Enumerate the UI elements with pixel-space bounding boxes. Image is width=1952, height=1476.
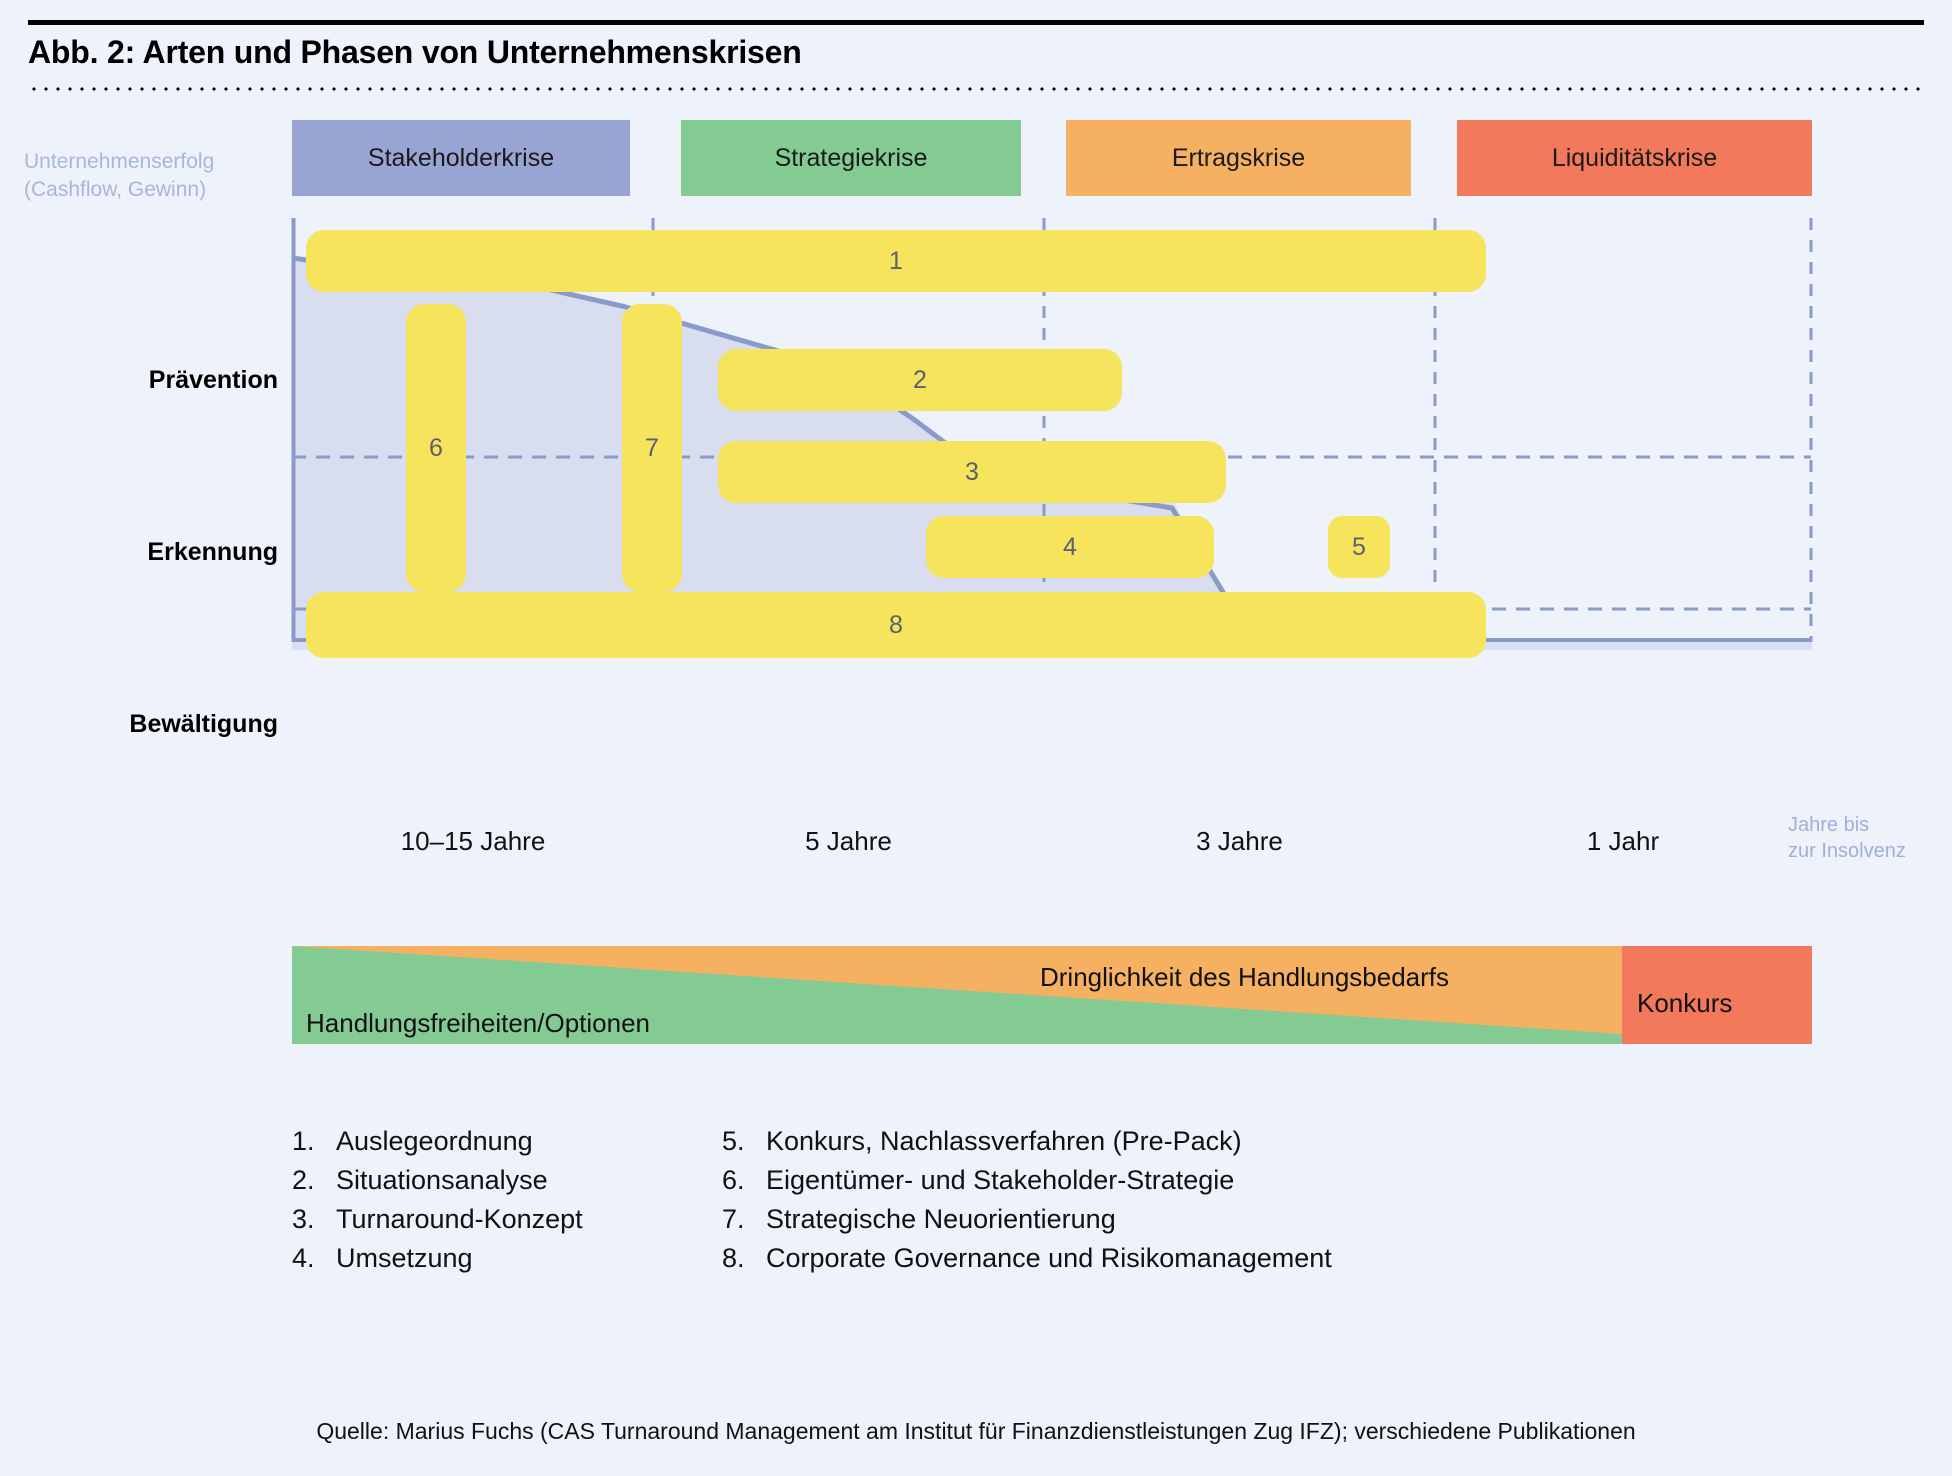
phase-label: Liquiditätskrise xyxy=(1551,143,1718,172)
legend-column-left: 1. Auslegeordnung 2. Situationsanalyse 3… xyxy=(292,1122,722,1279)
legend-number: 4. xyxy=(292,1243,315,1274)
measure-bar-4[interactable]: 4 xyxy=(926,516,1214,578)
measure-bar-2[interactable]: 2 xyxy=(718,349,1122,411)
x-axis-label-5-jahre: 5 Jahre xyxy=(805,826,892,856)
phase-box-stakeholderkrise[interactable]: Stakeholderkrise xyxy=(292,120,630,196)
legend-text: Strategische Neuorientierung xyxy=(766,1204,1116,1235)
dotted-divider xyxy=(28,86,1924,92)
legend-text: Auslegeordnung xyxy=(336,1126,533,1156)
measure-bar-number: 7 xyxy=(645,433,659,462)
legend-text: Corporate Governance und Risikomanagemen… xyxy=(766,1243,1332,1274)
legend-text: Konkurs, Nachlassverfahren (Pre-Pack) xyxy=(766,1126,1242,1156)
list-item: 6. Eigentümer- und Stakeholder-Strategie xyxy=(722,1161,1582,1200)
measure-bar-number: 5 xyxy=(1352,532,1366,561)
legend-column-right: 5. Konkurs, Nachlassverfahren (Pre-Pack)… xyxy=(722,1122,1582,1279)
urgency-band-svg xyxy=(292,946,1812,1044)
list-item: 2. Situationsanalyse xyxy=(292,1161,722,1200)
x-axis-label-10-15-jahre: 10–15 Jahre xyxy=(400,826,546,856)
list-item: 3. Turnaround-Konzept xyxy=(292,1200,722,1239)
legend-number: 2. xyxy=(292,1165,315,1196)
x-axis-label-1-jahr: 1 Jahr xyxy=(1586,826,1660,856)
y-axis-labels: Prävention Erkennung Bewältigung xyxy=(0,218,278,738)
measure-bar-number: 2 xyxy=(913,365,927,394)
measure-bar-1[interactable]: 1 xyxy=(306,230,1486,292)
y-axis-label-praevention: Prävention xyxy=(148,366,278,394)
phase-label: Ertragskrise xyxy=(1171,143,1306,172)
top-rule xyxy=(28,20,1924,25)
list-item: 4. Umsetzung xyxy=(292,1239,722,1278)
urgency-band-green xyxy=(292,946,1622,1044)
legend-text: Turnaround-Konzept xyxy=(336,1204,583,1235)
legend-number: 7. xyxy=(722,1204,745,1235)
chart-plot-area: 1 6 7 2 3 4 5 8 xyxy=(291,218,1813,658)
legend-text: Situationsanalyse xyxy=(336,1165,548,1196)
legend-number: 3. xyxy=(292,1204,315,1235)
list-item: 8. Corporate Governance und Risikomanage… xyxy=(722,1239,1582,1278)
phase-box-strategiekrise[interactable]: Strategiekrise xyxy=(681,120,1021,196)
legend-number: 6. xyxy=(722,1165,745,1196)
page-title: Abb. 2: Arten und Phasen von Unternehmen… xyxy=(28,34,802,70)
measure-bar-number: 8 xyxy=(889,610,903,639)
measure-bar-6[interactable]: 6 xyxy=(406,304,466,592)
legend-text: Eigentümer- und Stakeholder-Strategie xyxy=(766,1165,1235,1196)
y-axis-caption-line2: (Cashflow, Gewinn) xyxy=(24,178,207,202)
phase-label: Stakeholderkrise xyxy=(367,143,555,172)
measure-bar-8[interactable]: 8 xyxy=(306,592,1486,658)
band-label-options: Handlungsfreiheiten/Optionen xyxy=(306,1008,651,1038)
measure-bar-number: 6 xyxy=(429,433,443,462)
measure-bar-5[interactable]: 5 xyxy=(1328,516,1390,578)
legend-text: Umsetzung xyxy=(336,1243,473,1274)
urgency-band-red xyxy=(1622,946,1812,1044)
measure-bar-number: 3 xyxy=(965,457,979,486)
y-axis-caption-line1: Unternehmenserfolg xyxy=(24,150,215,173)
band-label-urgency: Dringlichkeit des Handlungsbedarfs xyxy=(1040,962,1450,992)
legend-number: 1. xyxy=(292,1126,315,1156)
y-axis-label-erkennung: Erkennung xyxy=(147,538,278,566)
measure-bar-number: 4 xyxy=(1063,532,1077,561)
measure-bar-number: 1 xyxy=(889,246,903,275)
phase-label: Strategiekrise xyxy=(774,143,928,172)
x-axis-caption-line1: Jahre bis xyxy=(1788,814,1870,836)
y-axis-caption: Unternehmenserfolg (Cashflow, Gewinn) xyxy=(24,148,274,205)
x-axis-label-3-jahre: 3 Jahre xyxy=(1196,826,1283,856)
list-item: 5. Konkurs, Nachlassverfahren (Pre-Pack) xyxy=(722,1122,1582,1161)
measure-bar-3[interactable]: 3 xyxy=(718,441,1226,503)
legend-number: 5. xyxy=(722,1126,745,1156)
legend-number: 8. xyxy=(722,1243,745,1274)
phase-box-ertragskrise[interactable]: Ertragskrise xyxy=(1066,120,1411,196)
x-axis-caption: Jahre bis zur Insolvenz xyxy=(1788,812,1952,864)
phase-box-liquiditaetskrise[interactable]: Liquiditätskrise xyxy=(1457,120,1812,196)
source-note: Quelle: Marius Fuchs (CAS Turnaround Man… xyxy=(316,1418,1636,1444)
list-item: 7. Strategische Neuorientierung xyxy=(722,1200,1582,1239)
list-item: 1. Auslegeordnung xyxy=(292,1122,722,1161)
urgency-band: Handlungsfreiheiten/Optionen Dringlichke… xyxy=(292,946,1812,1044)
x-axis-caption-line2: zur Insolvenz xyxy=(1788,840,1906,862)
measure-bar-7[interactable]: 7 xyxy=(622,304,682,592)
y-axis-label-bewaeltigung: Bewältigung xyxy=(129,710,278,738)
band-label-konkurs: Konkurs xyxy=(1637,988,1733,1018)
